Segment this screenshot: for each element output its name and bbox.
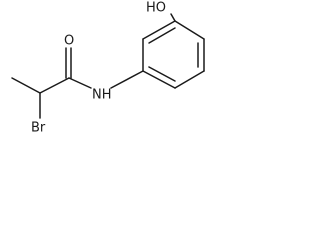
ring-bond-5 bbox=[174, 70, 205, 89]
bond-carbonyl-nitrogen bbox=[68, 77, 92, 89]
bond-nitrogen-ring bbox=[110, 70, 144, 89]
carbonyl-oxygen-label: O bbox=[64, 34, 74, 49]
amide-nitrogen-label: NH bbox=[92, 88, 112, 103]
bond-ring-hydroxyl bbox=[170, 13, 176, 22]
ring-double-bond-1 bbox=[148, 27, 176, 44]
ring-bond-6 bbox=[142, 70, 176, 89]
bond-methyl-calpha bbox=[11, 77, 41, 94]
ring-bond-2 bbox=[142, 20, 176, 40]
hydroxyl-label: HO bbox=[146, 1, 166, 16]
ring-bond-3 bbox=[174, 20, 205, 40]
chemical-structure: HO O NH Br bbox=[11, 1, 205, 136]
bromine-label: Br bbox=[31, 121, 46, 136]
ring-double-bond-3 bbox=[148, 66, 176, 82]
bond-calpha-carbonyl bbox=[39, 77, 70, 94]
